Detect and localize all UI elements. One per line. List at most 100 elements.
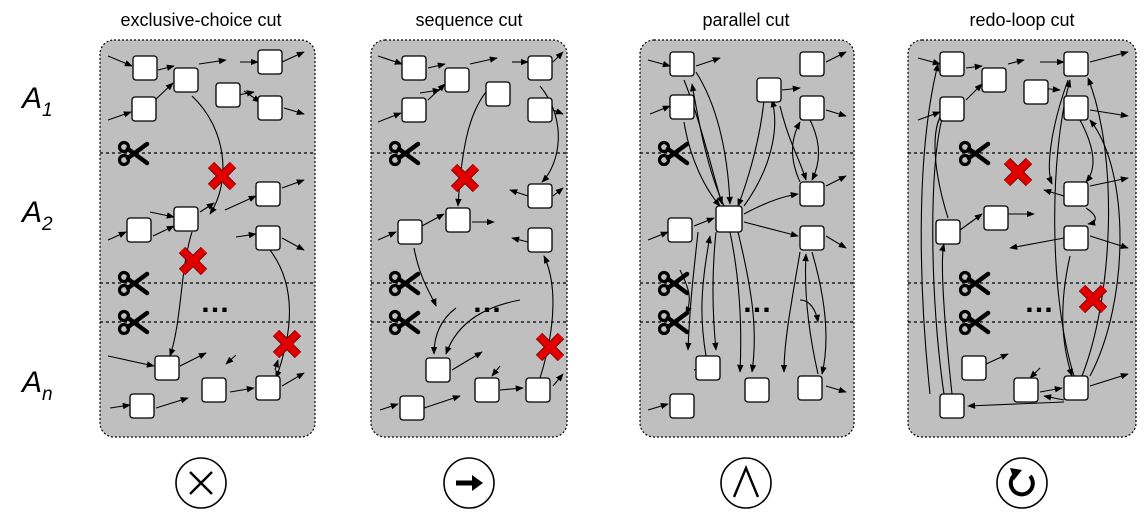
directed-edge	[690, 83, 725, 207]
directed-edge	[152, 225, 175, 237]
directed-edge	[695, 71, 733, 205]
panel-title-redo-loop: redo-loop cut	[969, 10, 1074, 30]
activity-node	[961, 355, 987, 381]
directed-edge	[539, 85, 559, 183]
directed-edge	[825, 175, 847, 187]
directed-edge	[693, 217, 715, 227]
activity-node	[715, 205, 743, 233]
directed-edge	[445, 299, 521, 355]
directed-edge	[737, 99, 765, 207]
directed-edge	[552, 373, 564, 387]
directed-edge	[917, 111, 941, 121]
directed-edge	[191, 95, 224, 215]
directed-edge	[155, 397, 189, 409]
directed-edge	[281, 179, 305, 189]
directed-edge	[225, 354, 237, 365]
directed-edge	[377, 231, 397, 241]
activity-node	[129, 393, 155, 419]
activity-node	[669, 51, 695, 77]
directed-edge	[1081, 77, 1110, 377]
directed-edge	[825, 385, 847, 393]
activity-node	[983, 205, 1009, 231]
redo-loop-icon	[996, 457, 1048, 509]
activity-node	[939, 393, 965, 419]
activity-node	[397, 219, 423, 245]
activity-node	[126, 217, 152, 243]
activity-node	[799, 181, 825, 207]
activity-node	[399, 395, 425, 421]
directed-edge	[792, 121, 801, 183]
panel-box	[907, 39, 1137, 438]
directed-edge	[379, 403, 399, 411]
directed-edge	[695, 57, 721, 67]
exclusive-choice-icon	[175, 457, 227, 509]
activity-node	[669, 393, 695, 419]
directed-edge	[1079, 119, 1094, 183]
directed-edge	[421, 213, 445, 227]
panel-box	[639, 39, 855, 438]
panel-title-sequence: sequence cut	[415, 10, 522, 30]
activity-node	[695, 355, 721, 381]
directed-edge	[647, 59, 671, 68]
activity-node	[744, 377, 770, 403]
directed-edge	[779, 105, 807, 181]
ellipsis: …	[200, 286, 230, 319]
directed-edge	[743, 221, 799, 238]
directed-edge	[939, 243, 953, 395]
activity-node	[255, 225, 281, 251]
directed-edge	[419, 87, 441, 95]
activity-node	[799, 95, 825, 121]
directed-edge	[1043, 189, 1065, 197]
directed-edge	[199, 202, 215, 213]
ellipsis: …	[742, 286, 772, 319]
directed-edge	[1007, 58, 1025, 65]
activity-node	[527, 55, 553, 81]
row-label-a2: A2	[20, 196, 53, 235]
directed-edge	[965, 63, 983, 71]
directed-edge	[743, 99, 777, 207]
panel-parallel: parallel cut	[639, 10, 855, 509]
directed-edge	[780, 251, 801, 373]
activity-node	[154, 355, 180, 381]
directed-edge	[491, 365, 501, 377]
directed-edge	[965, 83, 983, 101]
activity-node	[401, 97, 427, 123]
activity-node	[257, 49, 283, 75]
activity-node	[255, 375, 281, 401]
directed-edge	[269, 249, 291, 379]
activity-node	[527, 97, 553, 123]
directed-edge	[1089, 373, 1129, 387]
activity-node	[173, 206, 199, 232]
directed-edge	[985, 353, 1009, 365]
activity-node	[525, 377, 551, 403]
activity-node	[173, 67, 199, 93]
directed-edge	[1062, 255, 1073, 377]
directed-edge	[712, 231, 719, 351]
directed-edge	[1054, 79, 1075, 377]
directed-edge	[825, 109, 847, 117]
directed-edge	[959, 213, 983, 231]
directed-edge	[154, 82, 174, 101]
row-label-a1: A1	[20, 82, 53, 121]
activity-node	[939, 51, 965, 77]
directed-edge	[272, 359, 279, 371]
activity-node	[201, 377, 227, 403]
directed-edge	[107, 55, 133, 67]
directed-edge	[107, 231, 127, 241]
directed-edge	[229, 386, 255, 393]
directed-edge	[1089, 119, 1121, 377]
directed-edge	[1089, 235, 1129, 249]
directed-edge	[1089, 50, 1129, 63]
directed-edge	[743, 192, 799, 215]
directed-edge	[413, 247, 437, 307]
activity-node	[131, 96, 157, 122]
directed-edge	[149, 211, 175, 219]
directed-edge	[781, 85, 801, 92]
directed-edge	[920, 63, 940, 395]
directed-edge	[451, 351, 483, 371]
activity-node	[756, 77, 782, 103]
panel-title-parallel: parallel cut	[702, 10, 789, 30]
activity-node	[799, 225, 825, 251]
directed-edge	[198, 57, 227, 65]
activity-node	[799, 51, 825, 77]
